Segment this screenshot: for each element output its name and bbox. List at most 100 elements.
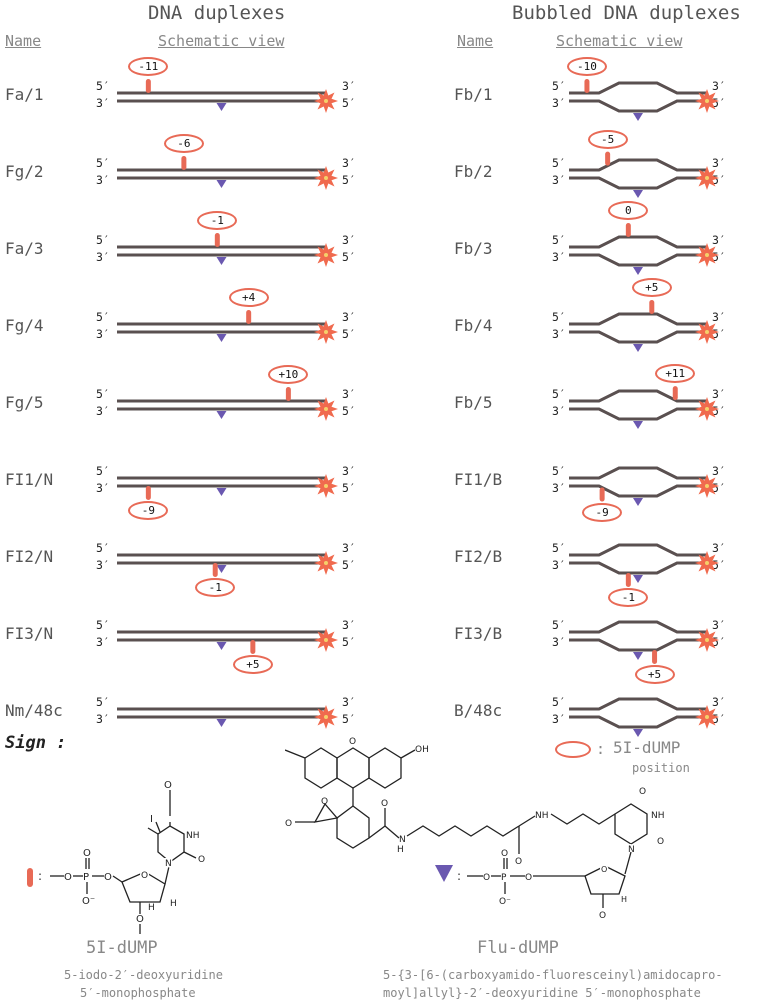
right-section-title: Bubbled DNA duplexes	[512, 2, 741, 24]
strand-end-3-bottom: 3′	[96, 481, 110, 495]
strand-end-3-bottom: 3′	[552, 173, 566, 187]
position-legend-colon: :	[596, 740, 606, 758]
bottom-strand	[569, 330, 707, 344]
strand-end-3-top: 3′	[712, 541, 726, 555]
strand-end-5-bottom: 5′	[342, 250, 356, 264]
right-row-name: Fb/5	[454, 393, 493, 412]
bottom-strand	[569, 638, 707, 652]
fludump-structure: HO O OH O O O H N O NH O NH O N O O H : …	[285, 737, 665, 921]
svg-text:NH: NH	[535, 811, 549, 821]
strand-end-5-top: 5′	[552, 79, 566, 93]
strand-end-5-top: 5′	[552, 541, 566, 555]
right-row-name: Fb/3	[454, 239, 493, 258]
fluorescein-triangle-icon	[633, 421, 643, 429]
svg-text:O: O	[136, 914, 144, 925]
strand-end-3-top: 3′	[712, 464, 726, 478]
right-row-name: FI1/B	[454, 470, 503, 489]
left-row-name: Nm/48c	[5, 701, 63, 720]
top-strand	[569, 620, 707, 634]
left-section-title: DNA duplexes	[148, 2, 286, 24]
strand-end-3-bottom: 3′	[96, 635, 110, 649]
svg-text:H: H	[621, 895, 627, 904]
strand-end-5-bottom: 5′	[342, 327, 356, 341]
position-label: -1	[608, 588, 649, 607]
left-duplex-schematic	[117, 310, 338, 344]
strand-end-3-bottom: 3′	[96, 404, 110, 418]
fluorescein-triangle-icon	[216, 565, 227, 573]
strand-end-5-bottom: 5′	[712, 712, 726, 726]
top-strand	[569, 81, 707, 95]
strand-end-3-bottom: 3′	[552, 558, 566, 572]
left-row-name: FI2/N	[5, 547, 54, 566]
strand-end-5-top: 5′	[96, 233, 110, 247]
strand-end-3-bottom: 3′	[552, 712, 566, 726]
strand-end-3-top: 3′	[342, 79, 356, 93]
right-row-name: FI2/B	[454, 547, 503, 566]
right-row-name: Fb/1	[454, 85, 493, 104]
right-row-name: Fb/2	[454, 162, 493, 181]
fluorescein-triangle-icon	[633, 113, 643, 121]
iodo-dump-mark	[214, 233, 220, 247]
position-label: 0	[608, 201, 649, 220]
strand-end-3-bottom: 3′	[96, 558, 110, 572]
fluorescein-star-center	[324, 638, 328, 642]
position-label: +11	[655, 364, 696, 384]
fluorescein-star-center	[705, 638, 709, 642]
strand-end-3-top: 3′	[712, 79, 726, 93]
fluorescein-triangle-icon	[216, 180, 227, 188]
bottom-strand	[569, 407, 707, 421]
right-duplex-schematic	[569, 300, 719, 352]
iodo-dump-mark	[145, 486, 151, 500]
svg-text:O: O	[321, 797, 328, 807]
fluorescein-triangle-icon	[216, 719, 227, 727]
strand-end-3-top: 3′	[712, 156, 726, 170]
idump-structure-top: I O	[150, 780, 172, 833]
strand-end-3-bottom: 3′	[96, 250, 110, 264]
left-duplex-schematic	[117, 233, 338, 267]
right-row-name: Fb/4	[454, 316, 493, 335]
fluorescein-star-center	[705, 484, 709, 488]
fluorescein-triangle-icon	[216, 642, 227, 650]
fluorescein-star-center	[324, 484, 328, 488]
fluorescein-triangle-icon	[216, 103, 227, 111]
left-duplex-schematic	[117, 628, 338, 654]
strand-end-5-bottom: 5′	[342, 481, 356, 495]
fluorescein-triangle-icon	[633, 729, 643, 737]
iodo-dump-mark	[652, 650, 658, 664]
svg-text:O: O	[639, 787, 646, 797]
svg-text:O: O	[349, 737, 356, 747]
strand-end-3-bottom: 3′	[96, 712, 110, 726]
position-label: -11	[128, 57, 169, 76]
fluorescein-triangle-icon	[216, 411, 227, 419]
svg-text:H: H	[397, 845, 404, 855]
position-label: +4	[228, 288, 269, 307]
iodo-dump-mark	[625, 573, 631, 587]
top-strand	[569, 389, 707, 403]
strand-end-5-top: 5′	[96, 464, 110, 478]
fluorescein-triangle-icon	[633, 344, 643, 352]
fludump-triangle-icon	[435, 865, 453, 882]
strand-end-5-bottom: 5′	[342, 404, 356, 418]
strand-end-3-bottom: 3′	[552, 481, 566, 495]
position-label: -10	[566, 57, 607, 76]
left-duplex-schematic	[117, 705, 338, 729]
strand-end-5-top: 5′	[96, 156, 110, 170]
svg-text:NH: NH	[651, 811, 665, 821]
strand-end-3-bottom: 3′	[96, 173, 110, 187]
right-duplex-schematic	[569, 386, 719, 429]
strand-end-3-bottom: 3′	[552, 404, 566, 418]
svg-text:P: P	[83, 872, 89, 883]
fluorescein-triangle-icon	[633, 498, 643, 506]
strand-end-3-bottom: 3′	[552, 635, 566, 649]
iodo-dump-mark	[649, 300, 655, 314]
strand-end-3-bottom: 3′	[552, 96, 566, 110]
svg-text:H: H	[170, 899, 177, 909]
strand-end-5-top: 5′	[552, 387, 566, 401]
fluorescein-star-center	[705, 715, 709, 719]
svg-text:P: P	[501, 873, 507, 883]
fluorescein-triangle-icon	[633, 190, 643, 198]
fludump-name: Flu-dUMP	[477, 938, 559, 958]
fluorescein-star-center	[705, 561, 709, 565]
fluorescein-star-center	[324, 715, 328, 719]
idump-colon: :	[38, 869, 42, 883]
